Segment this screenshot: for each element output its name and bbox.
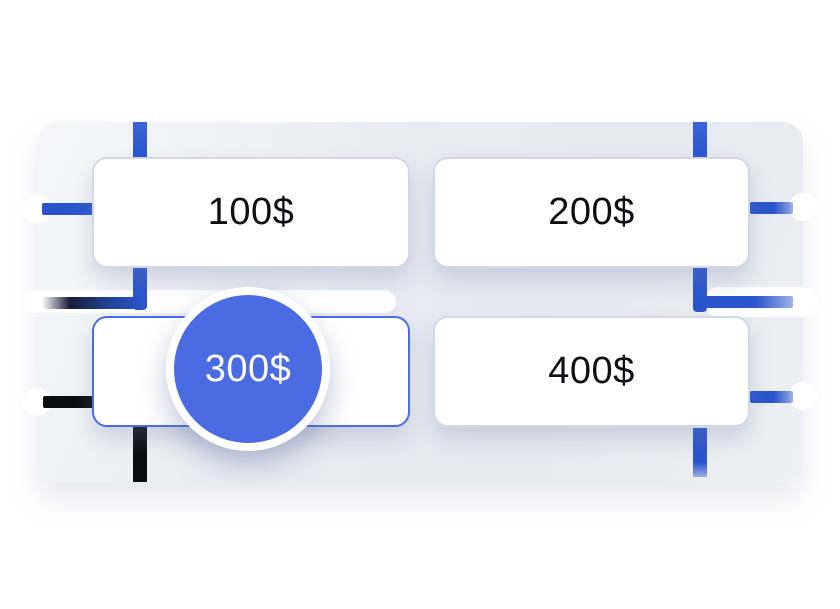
price-option-400[interactable]: 400$ xyxy=(433,316,750,427)
connector-horizontal-left-bottom xyxy=(43,396,93,408)
connector-horizontal-right-top xyxy=(750,202,793,214)
connector-vertical-top-left xyxy=(133,122,147,157)
connector-horizontal-right-bottom xyxy=(750,391,793,403)
price-label-200: 200$ xyxy=(548,191,635,233)
price-label-400: 400$ xyxy=(548,350,635,392)
selected-price-label: 300$ xyxy=(204,347,292,390)
connector-vertical-bottom-left xyxy=(133,427,147,482)
connector-vertical-bottom-right xyxy=(693,428,707,477)
edge-notch-right-top xyxy=(789,193,817,221)
connector-horizontal-middle-left xyxy=(42,297,142,309)
connector-vertical-top-right xyxy=(693,122,707,157)
connector-horizontal-middle-right xyxy=(700,296,793,308)
price-option-200[interactable]: 200$ xyxy=(433,157,750,268)
edge-notch-right-bottom xyxy=(789,382,817,410)
connector-horizontal-left-top xyxy=(42,203,93,215)
price-label-100: 100$ xyxy=(207,191,295,233)
price-option-100[interactable]: 100$ xyxy=(92,157,410,268)
selected-price-badge[interactable]: 300$ xyxy=(166,287,330,451)
